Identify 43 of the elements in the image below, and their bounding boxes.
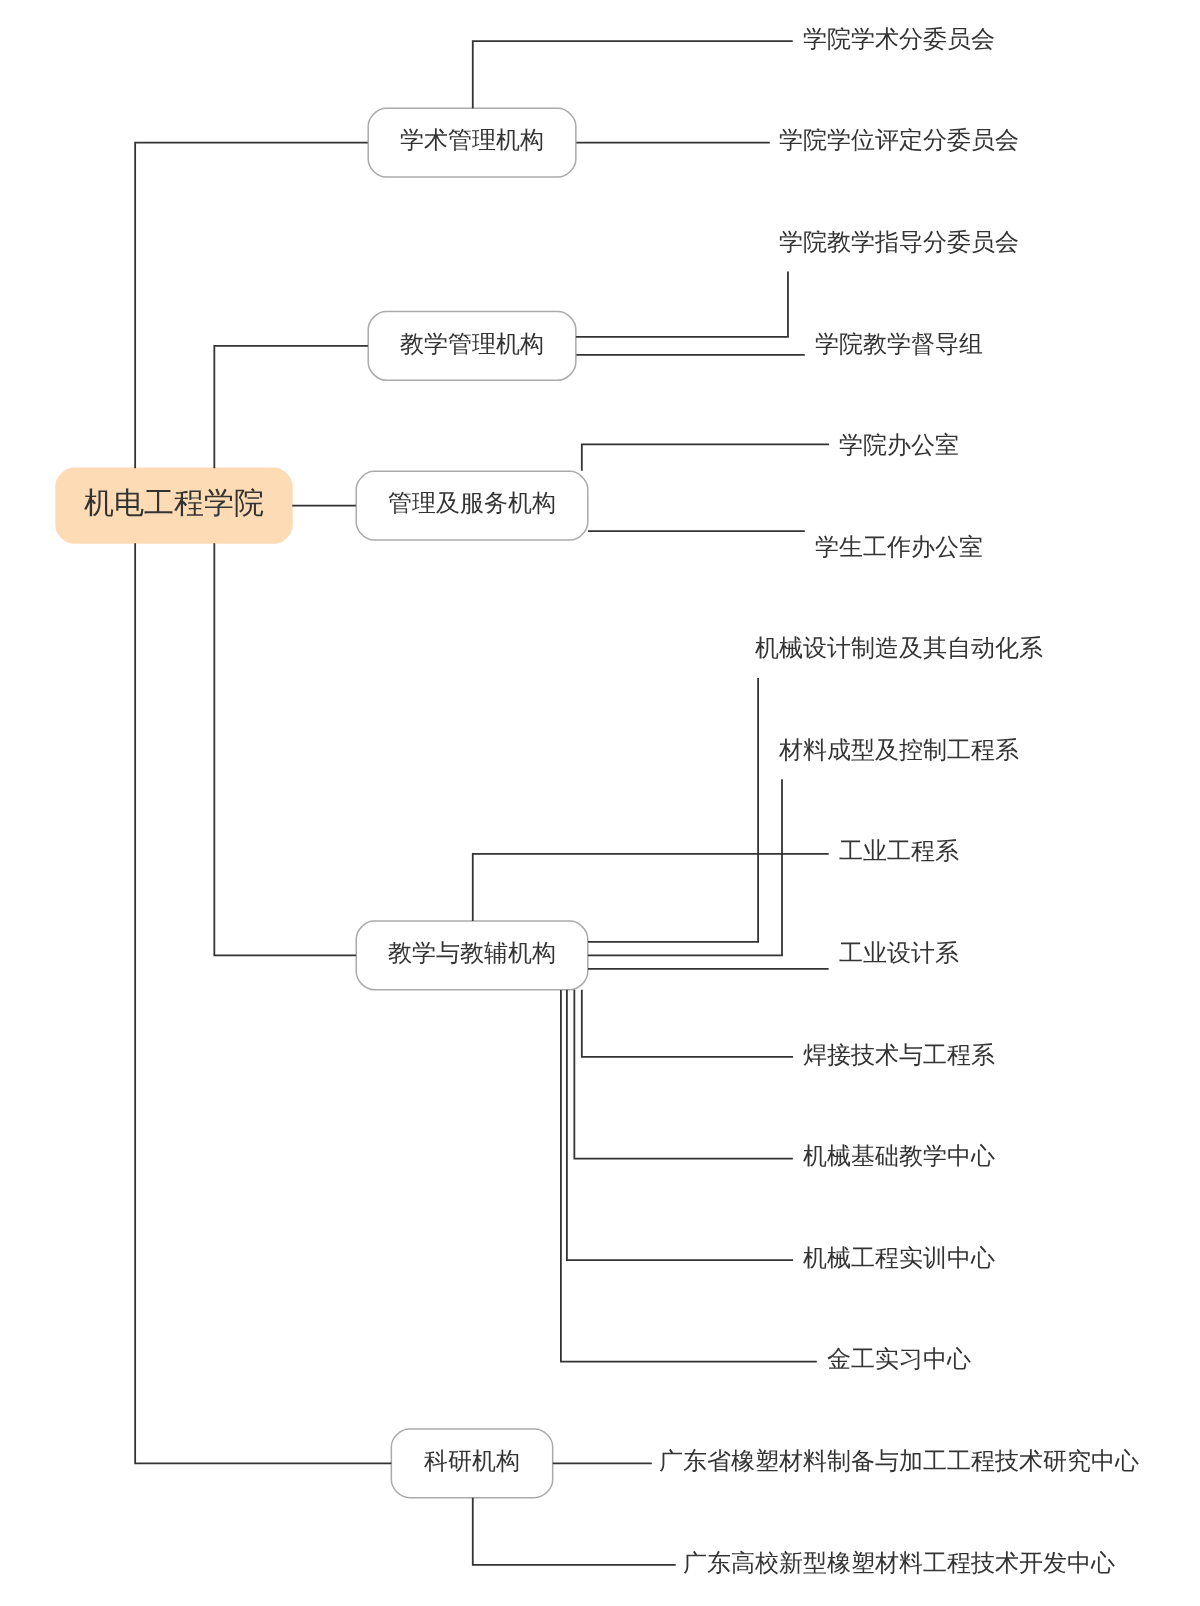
node-text: 机械基础教学中心	[802, 1142, 995, 1171]
node-text: 工业设计系	[838, 939, 959, 968]
connector	[471, 40, 794, 110]
node-text: 学院教学指导分委员会	[778, 227, 1019, 256]
connector	[580, 988, 794, 1058]
node-box: 教学与教辅机构	[355, 920, 589, 991]
connector	[574, 353, 806, 356]
connector	[559, 989, 818, 1363]
connector	[471, 1496, 677, 1566]
node-box: 管理及服务机构	[355, 470, 589, 541]
connector	[133, 542, 392, 1465]
connector	[290, 504, 357, 507]
connector	[471, 852, 830, 922]
connector	[586, 530, 806, 532]
connector	[580, 443, 830, 472]
node-text: 学院学位评定分委员会	[778, 126, 1019, 155]
node-text: 工业工程系	[838, 837, 959, 866]
node-text: 机械设计制造及其自动化系	[754, 634, 1043, 663]
node-text: 材料成型及控制工程系	[778, 735, 1019, 764]
connector	[574, 270, 789, 338]
node-box: 学术管理机构	[366, 107, 577, 178]
node-text: 机械工程实训中心	[802, 1243, 995, 1272]
connector	[565, 988, 794, 1262]
node-text: 学院教学督导组	[814, 329, 983, 358]
connector	[574, 141, 771, 144]
connector	[133, 141, 369, 470]
connector	[586, 778, 783, 957]
node-text: 金工实习中心	[826, 1345, 971, 1374]
node-box: 机电工程学院	[54, 467, 293, 544]
node-text: 学生工作办公室	[814, 532, 983, 561]
node-text: 学院办公室	[838, 431, 959, 460]
node-text: 广东高校新型橡塑材料工程技术开发中心	[682, 1548, 1115, 1577]
node-box: 教学管理机构	[366, 310, 577, 381]
connector	[572, 988, 794, 1160]
connector	[586, 677, 759, 943]
connector	[586, 967, 830, 970]
node-text: 学院学术分委员会	[802, 24, 995, 53]
node-text: 广东省橡塑材料制备与加工工程技术研究中心	[658, 1446, 1139, 1475]
connector	[212, 344, 369, 470]
connector	[212, 542, 357, 957]
connector	[551, 1462, 653, 1465]
node-box: 科研机构	[390, 1428, 553, 1499]
node-text: 焊接技术与工程系	[802, 1040, 995, 1069]
